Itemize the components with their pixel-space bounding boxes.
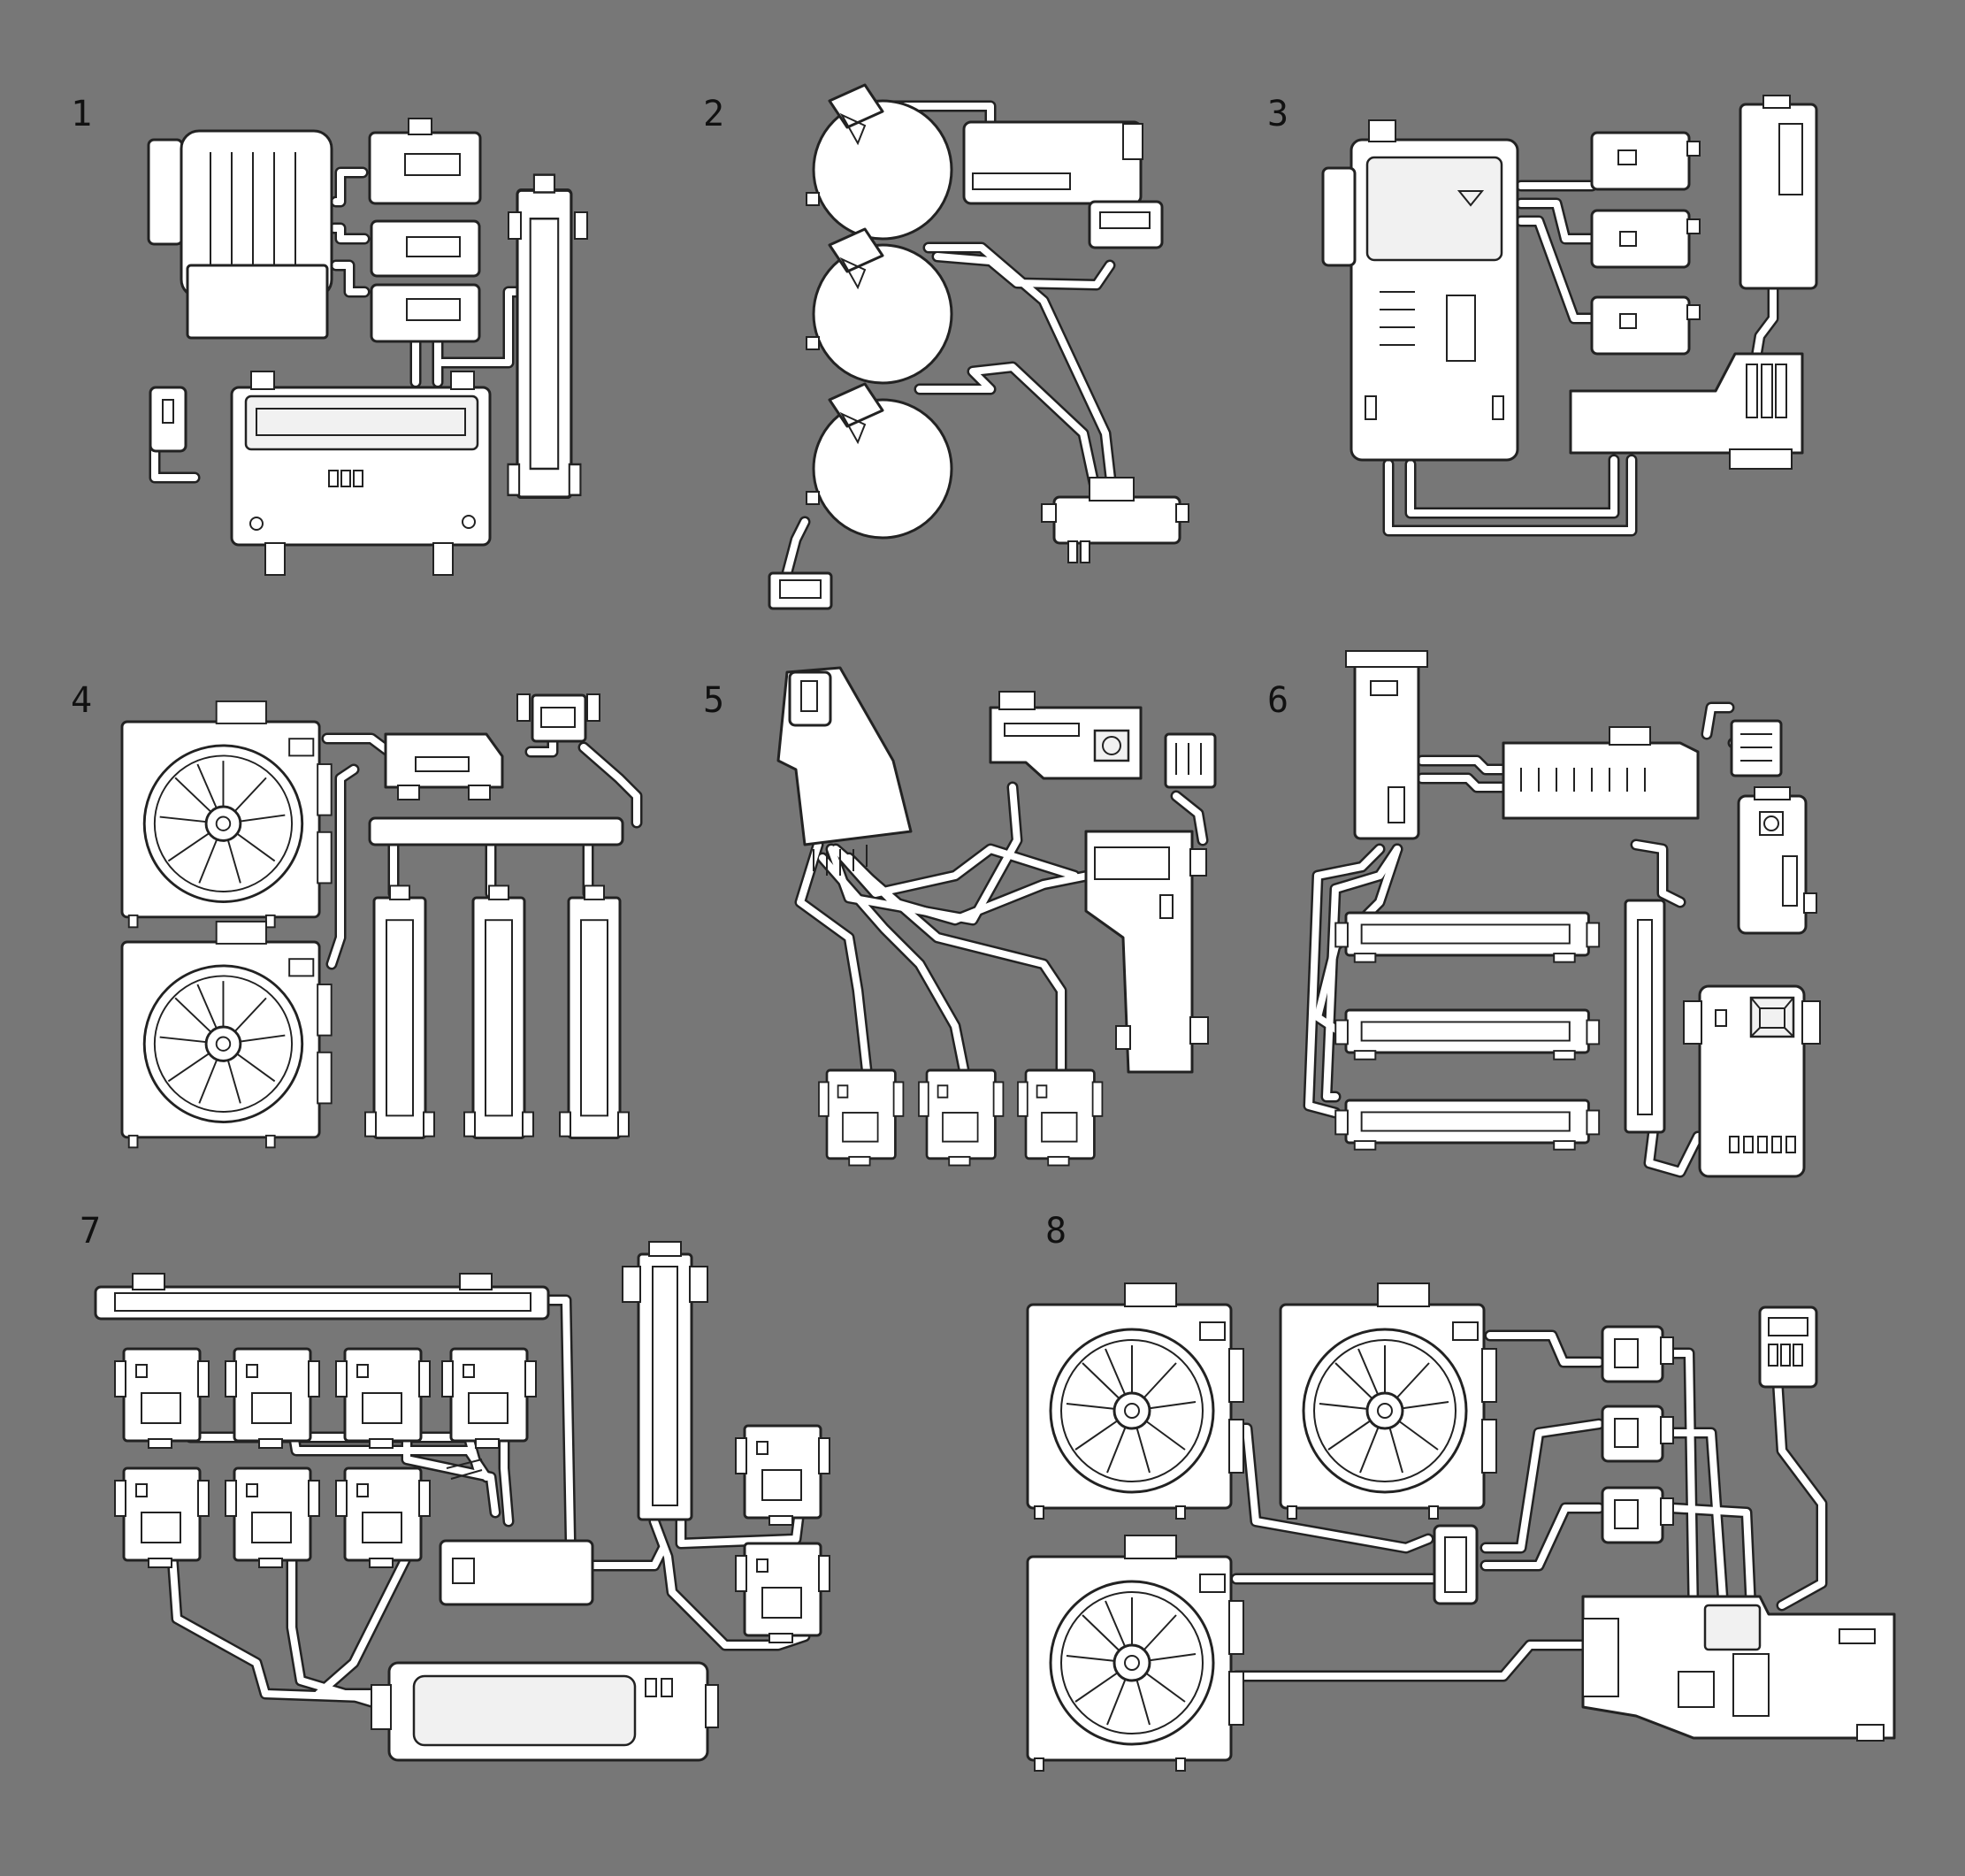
assembly-4 [120, 693, 643, 1149]
group-label-3: 3 [1267, 94, 1288, 134]
assembly-1 [147, 118, 588, 576]
group-label-4: 4 [71, 680, 92, 721]
assembly-2 [768, 83, 1189, 610]
group-label-6: 6 [1267, 680, 1288, 721]
group-label-8: 8 [1045, 1211, 1067, 1252]
assembly-7 [94, 1241, 831, 1762]
assembly-8 [1026, 1282, 1896, 1773]
group-label-7: 7 [80, 1211, 101, 1252]
group-label-2: 2 [703, 94, 724, 134]
assembly-3 [1321, 95, 1818, 537]
group-label-1: 1 [71, 94, 92, 134]
assembly-6 [1303, 650, 1821, 1178]
group-label-5: 5 [703, 680, 724, 721]
assembly-5 [776, 666, 1217, 1167]
